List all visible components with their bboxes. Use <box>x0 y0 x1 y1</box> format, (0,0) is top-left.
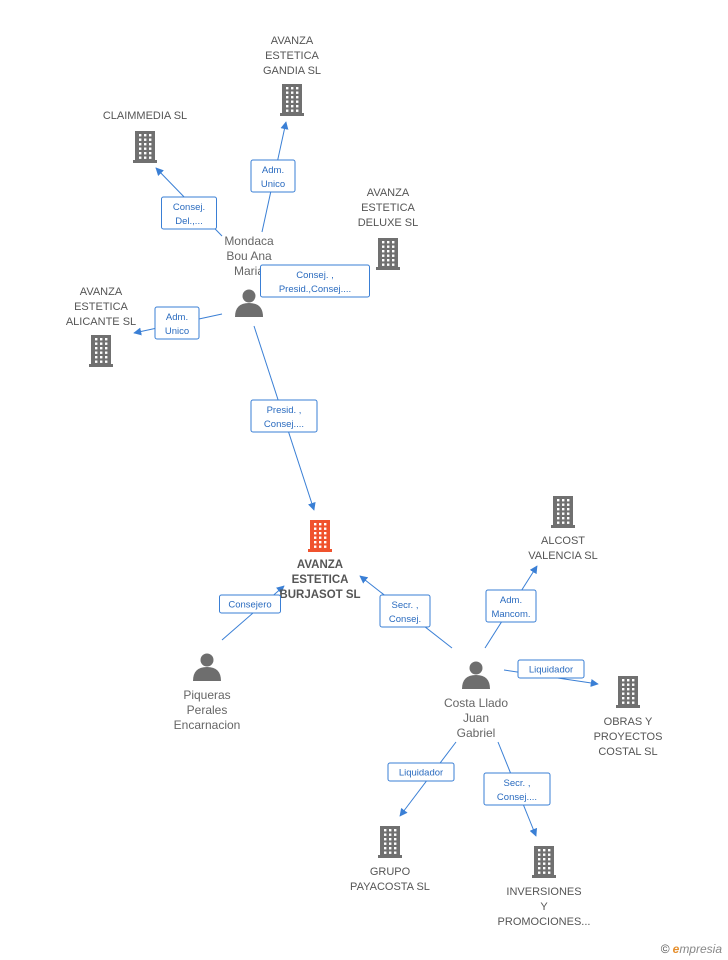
node-label-line: Juan <box>463 711 489 725</box>
node-label-line: Costa Llado <box>444 696 508 710</box>
edge-label-box[interactable]: Presid. , Consej.... <box>250 399 318 433</box>
edge-label-text: Liquidador <box>529 665 573 676</box>
node-gandia[interactable]: AVANZA ESTETICA GANDIA SL <box>263 35 321 116</box>
edge-label-box[interactable]: Consejero <box>219 594 281 614</box>
building-icon <box>616 676 640 708</box>
edge-label-text: Secr. , <box>504 778 531 789</box>
person-icon <box>235 289 263 317</box>
node-label-line: PROMOCIONES... <box>498 916 591 928</box>
edge-label-text: Liquidador <box>399 768 443 779</box>
node-inversiones[interactable]: INVERSIONES Y PROMOCIONES... <box>498 846 591 928</box>
edge-label-box[interactable]: Liquidador <box>517 659 585 679</box>
nodes-layer: AVANZA ESTETICA BURJASOT SL AVANZA ESTETICA G… <box>66 35 663 928</box>
edge-label-text: Consej.... <box>264 419 304 430</box>
node-label-line: Perales <box>187 703 228 717</box>
brand-name: mpresia <box>679 942 722 956</box>
edge-label-text: Del.,... <box>175 216 202 227</box>
edge-label-text: Consej. <box>173 202 205 213</box>
node-label-line: OBRAS Y <box>604 716 653 728</box>
node-label-line: Bou Ana <box>226 249 272 263</box>
node-label-line: GANDIA SL <box>263 65 321 77</box>
edge-label-text: Unico <box>165 326 189 337</box>
brand-footer: ©empresia <box>661 942 722 956</box>
building-icon <box>89 335 113 367</box>
node-label-line: ALCOST <box>541 535 585 547</box>
edge-label-box[interactable]: Liquidador <box>387 762 455 782</box>
edge-label-box[interactable]: Secr. , Consej.... <box>483 772 551 806</box>
edge-label-text: Presid. , <box>267 405 302 416</box>
node-label-line: Gabriel <box>457 726 496 740</box>
node-grupo[interactable]: GRUPO PAYACOSTA SL <box>350 826 430 893</box>
edge-label-box[interactable]: Consej. Del.,... <box>161 196 217 230</box>
node-label-line: COSTAL SL <box>598 746 657 758</box>
building-icon <box>378 826 402 858</box>
node-label-line: AVANZA <box>80 286 123 298</box>
edge-label-text: Adm. <box>500 595 522 606</box>
node-label-line: AVANZA <box>297 559 343 571</box>
node-deluxe[interactable]: AVANZA ESTETICA DELUXE SL <box>358 187 419 270</box>
edge-label-text: Consej.... <box>497 792 537 803</box>
edge-label-text: Unico <box>261 179 285 190</box>
node-label-line: PROYECTOS <box>594 731 663 743</box>
node-label-line: INVERSIONES <box>506 886 581 898</box>
node-label-line: CLAIMMEDIA SL <box>103 110 187 122</box>
edge-label-text: Consej. , <box>296 270 334 281</box>
edge-label-box[interactable]: Adm. Mancom. <box>485 589 537 623</box>
node-label-line: ESTETICA <box>292 574 349 586</box>
person-icon <box>193 653 221 681</box>
edge-label-box[interactable]: Secr. , Consej. <box>379 594 431 628</box>
node-label-line: ESTETICA <box>361 202 415 214</box>
node-label-line: AVANZA <box>271 35 314 47</box>
building-icon <box>532 846 556 878</box>
node-label-line: ESTETICA <box>74 301 128 313</box>
node-label-line: Piqueras <box>183 688 230 702</box>
building-icon <box>551 496 575 528</box>
node-label-line: Encarnacion <box>174 718 241 732</box>
edge-label-text: Presid.,Consej.... <box>279 284 351 295</box>
building-icon <box>280 84 304 116</box>
building-icon <box>308 520 332 552</box>
node-label-line: ALICANTE SL <box>66 316 136 328</box>
node-alcost[interactable]: ALCOST VALENCIA SL <box>528 496 598 562</box>
node-burjasot[interactable]: AVANZA ESTETICA BURJASOT SL <box>279 520 361 601</box>
edge-label-text: Mancom. <box>491 609 530 620</box>
node-label-line: DELUXE SL <box>358 217 419 229</box>
building-icon <box>133 131 157 163</box>
edge-label-text: Consejero <box>228 600 271 611</box>
node-label-line: GRUPO <box>370 866 411 878</box>
edge-label-box[interactable]: Adm. Unico <box>154 306 200 340</box>
node-label-line: Y <box>540 901 548 913</box>
edge-label-text: Adm. <box>166 312 188 323</box>
node-label-line: VALENCIA SL <box>528 550 598 562</box>
copyright-icon: © <box>660 942 670 956</box>
edge-label-text: Secr. , <box>392 600 419 611</box>
node-obras[interactable]: OBRAS Y PROYECTOS COSTAL SL <box>594 676 663 758</box>
node-alicante[interactable]: AVANZA ESTETICA ALICANTE SL <box>66 286 136 367</box>
node-label-line: BURJASOT SL <box>279 589 360 601</box>
node-claimmedia[interactable]: CLAIMMEDIA SL <box>103 110 187 163</box>
edge-label-box[interactable]: Consej. , Presid.,Consej.... <box>260 264 370 298</box>
node-label-line: Maria <box>234 264 264 278</box>
node-label-line: ESTETICA <box>265 50 319 62</box>
node-label-line: Mondaca <box>224 234 274 248</box>
node-label-line: AVANZA <box>367 187 410 199</box>
edge-label-box[interactable]: Adm. Unico <box>250 159 296 193</box>
node-label-line: PAYACOSTA SL <box>350 881 430 893</box>
edge-label-text: Consej. <box>389 614 421 625</box>
person-icon <box>462 661 490 689</box>
building-icon <box>376 238 400 270</box>
brand-initial: e <box>672 942 680 956</box>
edge-label-text: Adm. <box>262 165 284 176</box>
